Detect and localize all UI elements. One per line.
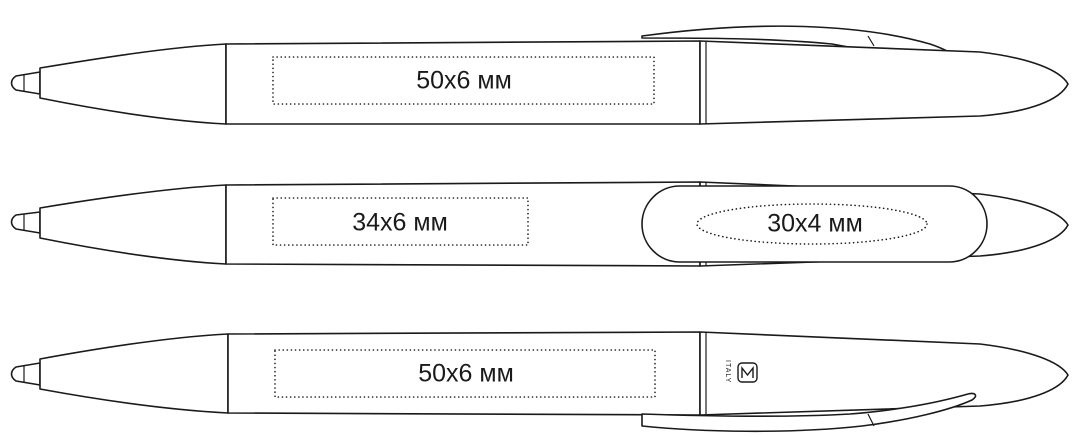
pen-1-print-area-label: 50x6 мм: [416, 67, 512, 95]
pen-3-tip: [10, 362, 41, 386]
pen-1-tip: [10, 71, 41, 95]
pen-1: 50x6 мм: [10, 25, 1069, 125]
pen-3-print-area-label: 50x6 мм: [418, 360, 514, 388]
pen-2-clip-print-area-label: 30x4 мм: [767, 210, 863, 238]
pen-3-nose: [39, 333, 229, 414]
pen-2-tip: [10, 211, 41, 234]
pen-1-nose: [39, 43, 227, 125]
pen-3: 50x6 мм ITALY: [10, 331, 1069, 433]
pen-2-clip-print-area: [696, 203, 928, 245]
pen-2-print-area-label: 34x6 мм: [352, 209, 448, 237]
pen-1-cap: [699, 40, 1069, 125]
pen-2-clip: [641, 185, 988, 263]
brand-text: ITALY: [724, 360, 731, 383]
pen-3-clip: [641, 392, 977, 433]
brand-logo: ITALY: [724, 360, 758, 383]
pen-3-cap: [699, 331, 1069, 416]
pen-2-print-area: [272, 197, 529, 246]
pen-2-barrel: [225, 181, 701, 267]
pen-2: 34x6 мм 30x4 мм: [10, 181, 1069, 267]
pen-1-print-area: [272, 56, 655, 105]
pen-2-nose: [39, 184, 227, 265]
